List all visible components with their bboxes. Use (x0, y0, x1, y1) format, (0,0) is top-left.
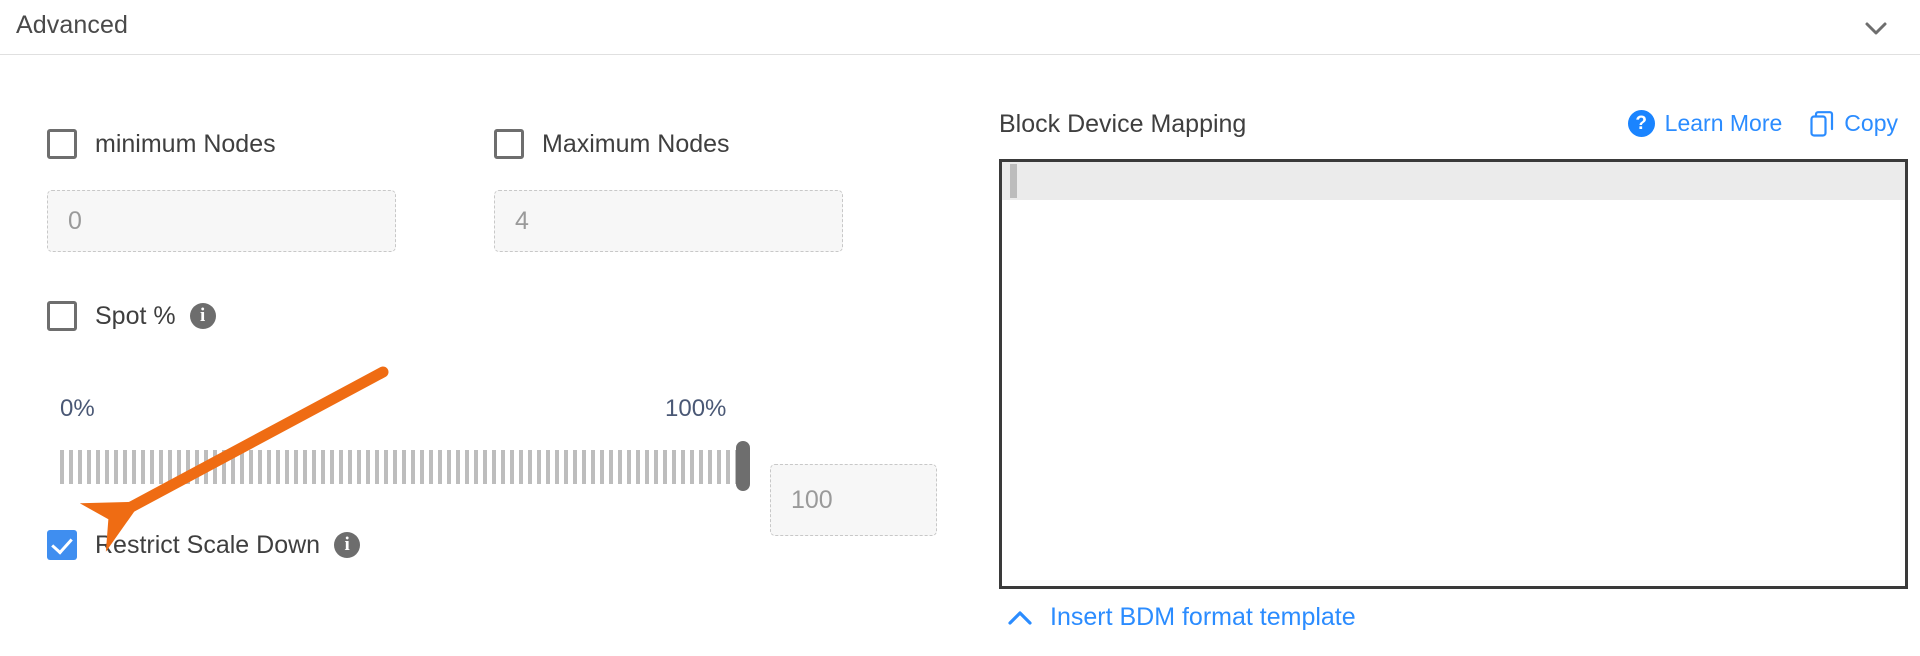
page-title: Advanced (16, 11, 128, 39)
info-icon[interactable]: i (334, 532, 361, 558)
advanced-section-header: Advanced (0, 0, 1920, 55)
restrict-scale-down-label: Restrict Scale Down (95, 530, 321, 559)
insert-bdm-template-label: Insert BDM format template (1050, 603, 1356, 631)
max-nodes-label: Maximum Nodes (542, 129, 730, 158)
block-device-mapping-editor[interactable] (999, 159, 1908, 589)
editor-cursor (1010, 164, 1017, 198)
spot-percent-checkbox[interactable] (47, 301, 77, 331)
restrict-scale-down-checkbox-row[interactable]: Restrict Scale Down i (47, 530, 361, 560)
spot-percent-checkbox-row[interactable]: Spot % i (47, 301, 216, 331)
min-nodes-label: minimum Nodes (95, 129, 276, 158)
block-device-mapping-panel: Block Device Mapping ? Learn More Copy I… (990, 55, 1920, 656)
min-nodes-input[interactable]: 0 (47, 190, 396, 252)
slider-min-label: 0% (60, 395, 95, 422)
max-nodes-checkbox[interactable] (494, 129, 524, 159)
min-nodes-checkbox-row[interactable]: minimum Nodes (47, 129, 276, 159)
advanced-left-panel: minimum Nodes 0 Maximum Nodes 4 Spot % i… (0, 55, 990, 656)
spot-percent-slider-thumb[interactable] (736, 441, 750, 491)
chevron-up-icon (1006, 608, 1034, 628)
max-nodes-input[interactable]: 4 (494, 190, 843, 252)
restrict-scale-down-checkbox[interactable] (47, 530, 77, 560)
min-nodes-checkbox[interactable] (47, 129, 77, 159)
help-icon[interactable]: ? (1627, 110, 1655, 137)
info-icon[interactable]: i (189, 303, 216, 329)
spot-percent-slider-track[interactable] (60, 450, 750, 484)
learn-more-link[interactable]: Learn More (1664, 110, 1783, 136)
chevron-down-icon[interactable] (1860, 12, 1892, 44)
insert-bdm-template-link[interactable]: Insert BDM format template (1006, 603, 1356, 632)
copy-link[interactable]: Copy (1844, 110, 1898, 136)
spot-percent-slider-group: 0% 100% (60, 395, 760, 505)
block-device-mapping-actions: ? Learn More Copy (1627, 110, 1898, 137)
block-device-mapping-title: Block Device Mapping (999, 110, 1247, 138)
spot-percent-label: Spot % (95, 301, 176, 330)
copy-icon[interactable] (1810, 110, 1834, 137)
spot-percent-value-input[interactable]: 100 (770, 464, 937, 536)
editor-active-line (1002, 162, 1905, 200)
max-nodes-checkbox-row[interactable]: Maximum Nodes (494, 129, 730, 159)
slider-max-label: 100% (665, 395, 727, 422)
